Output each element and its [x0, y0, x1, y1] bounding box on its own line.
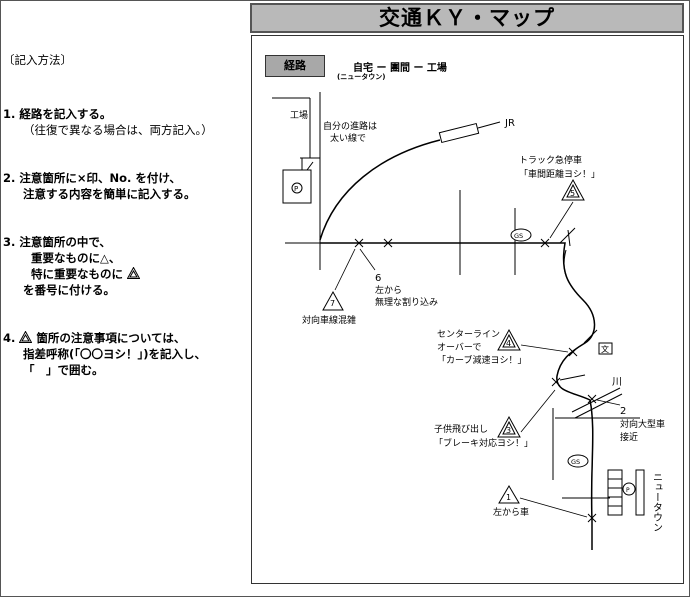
- marker-3-inner-triangle: [502, 420, 516, 435]
- rail-label: JR: [504, 118, 515, 129]
- newtown-block: [607, 469, 623, 516]
- instruction-text: 注意箇所に×印、No. を付け、: [19, 171, 181, 185]
- instruction-text: 経路を記入する。: [19, 107, 112, 121]
- main-road: [559, 227, 576, 244]
- marker-note: 左から車: [493, 506, 529, 518]
- instruction-text: 特に重要なものに: [31, 267, 123, 281]
- instruction-item-2: 2. 注意箇所に×印、No. を付け、 注意する内容を簡単に記入する。: [3, 170, 248, 202]
- marker-note: 接近: [620, 431, 638, 443]
- instructions-panel: 〔記入方法〕 1. 経路を記入する。 （往復で異なる場合は、両方記入。） 2. …: [3, 52, 248, 410]
- instruction-item-1: 1. 経路を記入する。 （往復で異なる場合は、両方記入。）: [3, 106, 248, 138]
- route-text: 自宅 ー 團間 ー 工場: [353, 63, 447, 74]
- factory-label: 工場: [290, 109, 308, 121]
- double-triangle-icon: [19, 330, 33, 343]
- rail-line: [319, 139, 441, 241]
- instruction-text: 重要なものに△、: [31, 251, 121, 265]
- parking-icon: [622, 482, 636, 496]
- marker-number: 3: [506, 426, 511, 435]
- marker-note: 無理な割り込み: [375, 296, 438, 308]
- marker-note: 左から: [375, 284, 402, 296]
- train: [438, 122, 480, 144]
- instruction-text: 「 」で囲む。: [23, 363, 104, 377]
- marker-number: 7: [330, 299, 335, 308]
- marker-4-inner-triangle: [502, 333, 516, 348]
- instruction-number: 3.: [3, 235, 16, 249]
- gas-station-icon: [510, 228, 532, 242]
- rail-line: [477, 121, 501, 129]
- double-triangle-icon: [126, 266, 141, 279]
- main-road: [567, 229, 571, 247]
- school-icon: [598, 342, 613, 355]
- marker-note: 対向大型車: [620, 418, 665, 430]
- marker-note: 対向車線混雑: [302, 314, 356, 326]
- side-road: [583, 329, 598, 344]
- instructions-heading: 〔記入方法〕: [3, 53, 72, 67]
- gas-station-label: GS: [571, 458, 580, 466]
- gas-station-icon: [567, 454, 589, 468]
- marker-note: オーバーで: [437, 342, 481, 353]
- marker-number: 2: [620, 406, 626, 417]
- marker-note: 子供飛び出し: [434, 423, 488, 435]
- school-label: 文: [601, 344, 609, 354]
- route-subtext: (ニュータウン): [337, 73, 386, 81]
- river: [571, 387, 621, 413]
- page-title: 交通ＫＹ・マップ: [250, 3, 684, 33]
- marker-note: トラック急停車: [519, 154, 582, 166]
- marker-number: 5: [570, 189, 575, 198]
- instruction-item-3: 3. 注意箇所の中で、 重要なものに△、 特に重要なものに を番号に付ける。: [3, 234, 248, 298]
- marker-number: 4: [506, 339, 511, 348]
- leader-arrows: [334, 201, 621, 518]
- own-road-note: 自分の進路は: [323, 120, 377, 132]
- marker-note: センターライン: [437, 329, 500, 340]
- newtown-block: [635, 469, 645, 516]
- river-label: 川: [612, 377, 622, 388]
- instruction-text: 指差呼称(「〇〇ヨシ！」)を記入し、: [23, 347, 207, 361]
- instruction-number: 4.: [3, 331, 16, 345]
- gas-station-label: GS: [514, 232, 523, 240]
- river: [574, 393, 623, 419]
- instruction-number: 2.: [3, 171, 16, 185]
- parking-icon: [291, 182, 303, 194]
- marker-note: 「車間距離ヨシ！」: [519, 168, 600, 180]
- route-label: 経路: [265, 55, 325, 77]
- road-line: [306, 161, 314, 171]
- parking-label: P: [294, 185, 298, 193]
- instruction-item-4: 4. 箇所の注意事項については、 指差呼称(「〇〇ヨシ！」)を記入し、 「 」で…: [3, 330, 248, 378]
- instruction-text: （往復で異なる場合は、両方記入。）: [23, 123, 213, 137]
- hazard-x-marks: [354, 238, 597, 523]
- instruction-text: を番号に付ける。: [23, 283, 115, 297]
- marker-7-triangle: [322, 290, 344, 311]
- side-road: [559, 374, 586, 381]
- marker-note: 「カーブ減速ヨシ！」: [437, 354, 526, 366]
- instruction-text: 注意する内容を簡単に記入する。: [23, 187, 196, 201]
- marker-number: 6: [375, 273, 381, 284]
- marker-note: 「ブレーキ対応ヨシ！」: [434, 437, 533, 449]
- own-road-note: 太い線で: [330, 132, 366, 144]
- newtown-label: ニュータウン: [651, 472, 663, 532]
- instruction-text: 箇所の注意事項については、: [36, 331, 186, 345]
- parking-label: P: [626, 487, 630, 494]
- map-panel: [251, 35, 684, 584]
- marker-1-triangle: [498, 485, 520, 504]
- route-path: [320, 242, 596, 550]
- factory-building: [282, 169, 312, 204]
- instruction-number: 1.: [3, 107, 16, 121]
- winding-road: [556, 249, 595, 401]
- instruction-text: 注意箇所の中で、: [19, 235, 111, 249]
- marker-number: 1: [506, 493, 511, 502]
- marker-5-inner-triangle: [566, 183, 580, 198]
